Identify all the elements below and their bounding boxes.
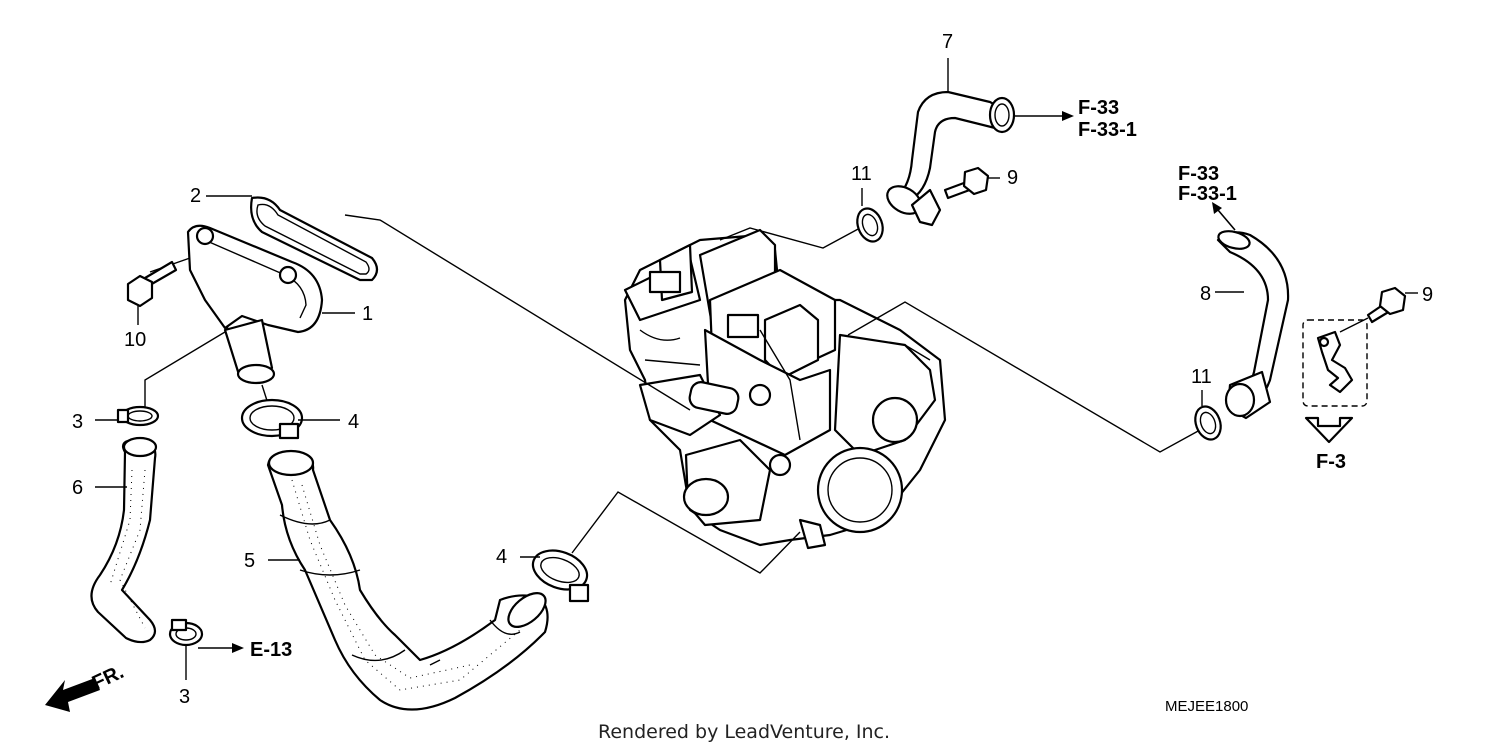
ref-e13: E-13: [250, 639, 292, 661]
diagram-code: MEJEE1800: [1165, 698, 1248, 715]
callout-5: 5: [244, 550, 255, 572]
part-10-bolt: [126, 257, 191, 325]
clip-detail-box: [1302, 319, 1368, 444]
part-9-bolt-lower: [1339, 286, 1418, 333]
callout-10: 10: [124, 329, 146, 351]
callout-7: 7: [942, 31, 953, 53]
part-4-clamp-upper: [240, 398, 340, 440]
callout-8: 8: [1200, 283, 1211, 305]
part-3-clamp-lower: [168, 618, 204, 680]
callout-3-upper: 3: [72, 411, 83, 433]
ref-f33-right: F-33: [1178, 163, 1219, 185]
callout-2: 2: [190, 185, 201, 207]
credit-text: Rendered by LeadVenture, Inc.: [598, 721, 890, 743]
ref-f3: F-3: [1316, 451, 1346, 473]
engine-assembly: [623, 228, 947, 550]
part-5-water-hose: [266, 449, 549, 711]
callout-4-lower: 4: [496, 546, 507, 568]
callout-11-upper: 11: [851, 163, 872, 185]
part-6-bypass-hose: [90, 436, 158, 644]
callout-11-lower: 11: [1191, 366, 1212, 388]
callout-4-upper: 4: [348, 411, 359, 433]
callout-3-lower: 3: [179, 686, 190, 708]
part-4-clamp-lower: [520, 549, 590, 603]
reference-arrows: [198, 111, 1236, 653]
part-9-bolt-upper: [943, 166, 1000, 200]
part-11-oring-upper: [856, 188, 884, 243]
part-1-water-outlet: [186, 224, 324, 385]
callout-9-upper: 9: [1007, 167, 1018, 189]
callout-6: 6: [72, 477, 83, 499]
part-7-water-pipe: [886, 58, 1016, 227]
part-2-gasket: [250, 196, 379, 282]
part-3-clamp-upper: [95, 405, 160, 427]
ref-f33-1-top: F-33-1: [1078, 119, 1137, 141]
ref-f33-1-right: F-33-1: [1178, 183, 1237, 205]
part-11-oring-lower: [1194, 390, 1222, 441]
front-direction-arrow: [45, 678, 100, 712]
callout-9-lower: 9: [1422, 284, 1433, 306]
callout-1: 1: [362, 303, 373, 325]
ref-f33-top: F-33: [1078, 97, 1119, 119]
part-8-water-pipe: [1215, 230, 1290, 420]
